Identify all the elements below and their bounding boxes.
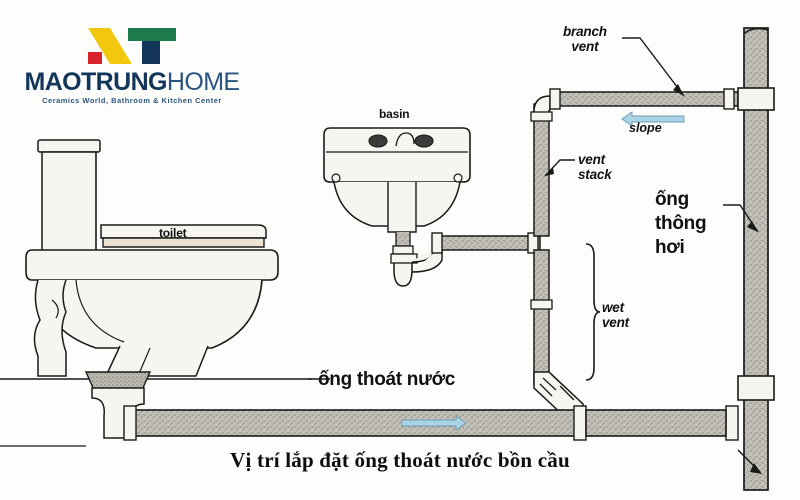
branch-vent-line1: branch bbox=[563, 24, 607, 39]
branch-vent-line2: vent bbox=[571, 39, 599, 54]
pipe-drain-to-stack bbox=[585, 409, 727, 437]
fitting-drain-left bbox=[123, 405, 137, 441]
vent-pipe-vn-line2: thông bbox=[655, 213, 707, 234]
diagram-caption: Vị trí lắp đặt ống thoát nước bồn cầu bbox=[230, 448, 570, 472]
flow-arrows bbox=[401, 111, 762, 474]
pipe-main-drain bbox=[127, 409, 581, 437]
pipe-main-stack-bottom bbox=[743, 397, 769, 491]
pipe-wet-vent bbox=[533, 249, 550, 385]
pipe-vent-stack bbox=[533, 103, 550, 237]
fitting-wet-vent-tee bbox=[527, 232, 539, 254]
wet-vent-line2: vent bbox=[602, 315, 629, 330]
fitting-branch-vent-right bbox=[723, 88, 735, 110]
label-vent-stack: vent stack bbox=[578, 152, 612, 182]
pipe-branch-vent bbox=[551, 91, 739, 107]
logo-name-light: HOME bbox=[166, 68, 240, 96]
logo-name-bold: MAOTRUNG bbox=[24, 68, 167, 96]
brand-logo: MAOTRUNGHOME Ceramics World, Bathroom & … bbox=[22, 22, 242, 105]
pipe-main-stack-top bbox=[743, 27, 769, 91]
vent-pipe-vn-line1: ống bbox=[655, 189, 689, 210]
logo-wordmark: MAOTRUNGHOME bbox=[22, 70, 242, 95]
logo-tagline: Ceramics World, Bathroom & Kitchen Cente… bbox=[42, 96, 222, 105]
pipe-main-stack-middle bbox=[743, 107, 769, 381]
stack-down-arrow-icon bbox=[750, 463, 762, 474]
stack-top-open bbox=[743, 27, 769, 35]
fitting-basin-arm bbox=[431, 232, 443, 254]
label-basin: basin bbox=[379, 107, 410, 121]
label-drain-pipe-vn: ống thoát nước bbox=[318, 369, 456, 390]
fitting-collar-vent-top bbox=[530, 111, 553, 122]
logo-mark-icon bbox=[88, 28, 176, 64]
basin-fixture bbox=[323, 127, 471, 287]
label-toilet: toilet bbox=[159, 226, 187, 240]
leader-lines bbox=[308, 37, 759, 380]
wet-vent-line1: wet bbox=[602, 300, 624, 315]
fitting-stack-hub-bottom bbox=[737, 375, 775, 401]
label-wet-vent: wet vent bbox=[602, 300, 629, 330]
label-slope: slope bbox=[629, 121, 662, 135]
fitting-drain-mid bbox=[573, 405, 587, 441]
fitting-stack-hub-top bbox=[737, 87, 775, 111]
slope-arrow-icon bbox=[621, 111, 685, 127]
fitting-wet-vent-collar bbox=[530, 299, 553, 310]
label-vent-pipe-vn: ống thông hơi bbox=[655, 188, 707, 260]
label-branch-vent: branch vent bbox=[563, 24, 607, 54]
vent-stack-line1: vent bbox=[578, 152, 605, 167]
pipe-basin-branch bbox=[433, 235, 541, 251]
fitting-drain-right bbox=[725, 405, 739, 441]
toilet-fixture bbox=[25, 139, 279, 391]
vent-pipe-vn-line3: hơi bbox=[655, 237, 685, 258]
vent-stack-line2: stack bbox=[578, 167, 612, 182]
drain-flow-arrow-icon bbox=[401, 415, 467, 431]
fitting-branch-vent-left bbox=[549, 88, 561, 110]
wet-vent-brace bbox=[585, 243, 601, 381]
